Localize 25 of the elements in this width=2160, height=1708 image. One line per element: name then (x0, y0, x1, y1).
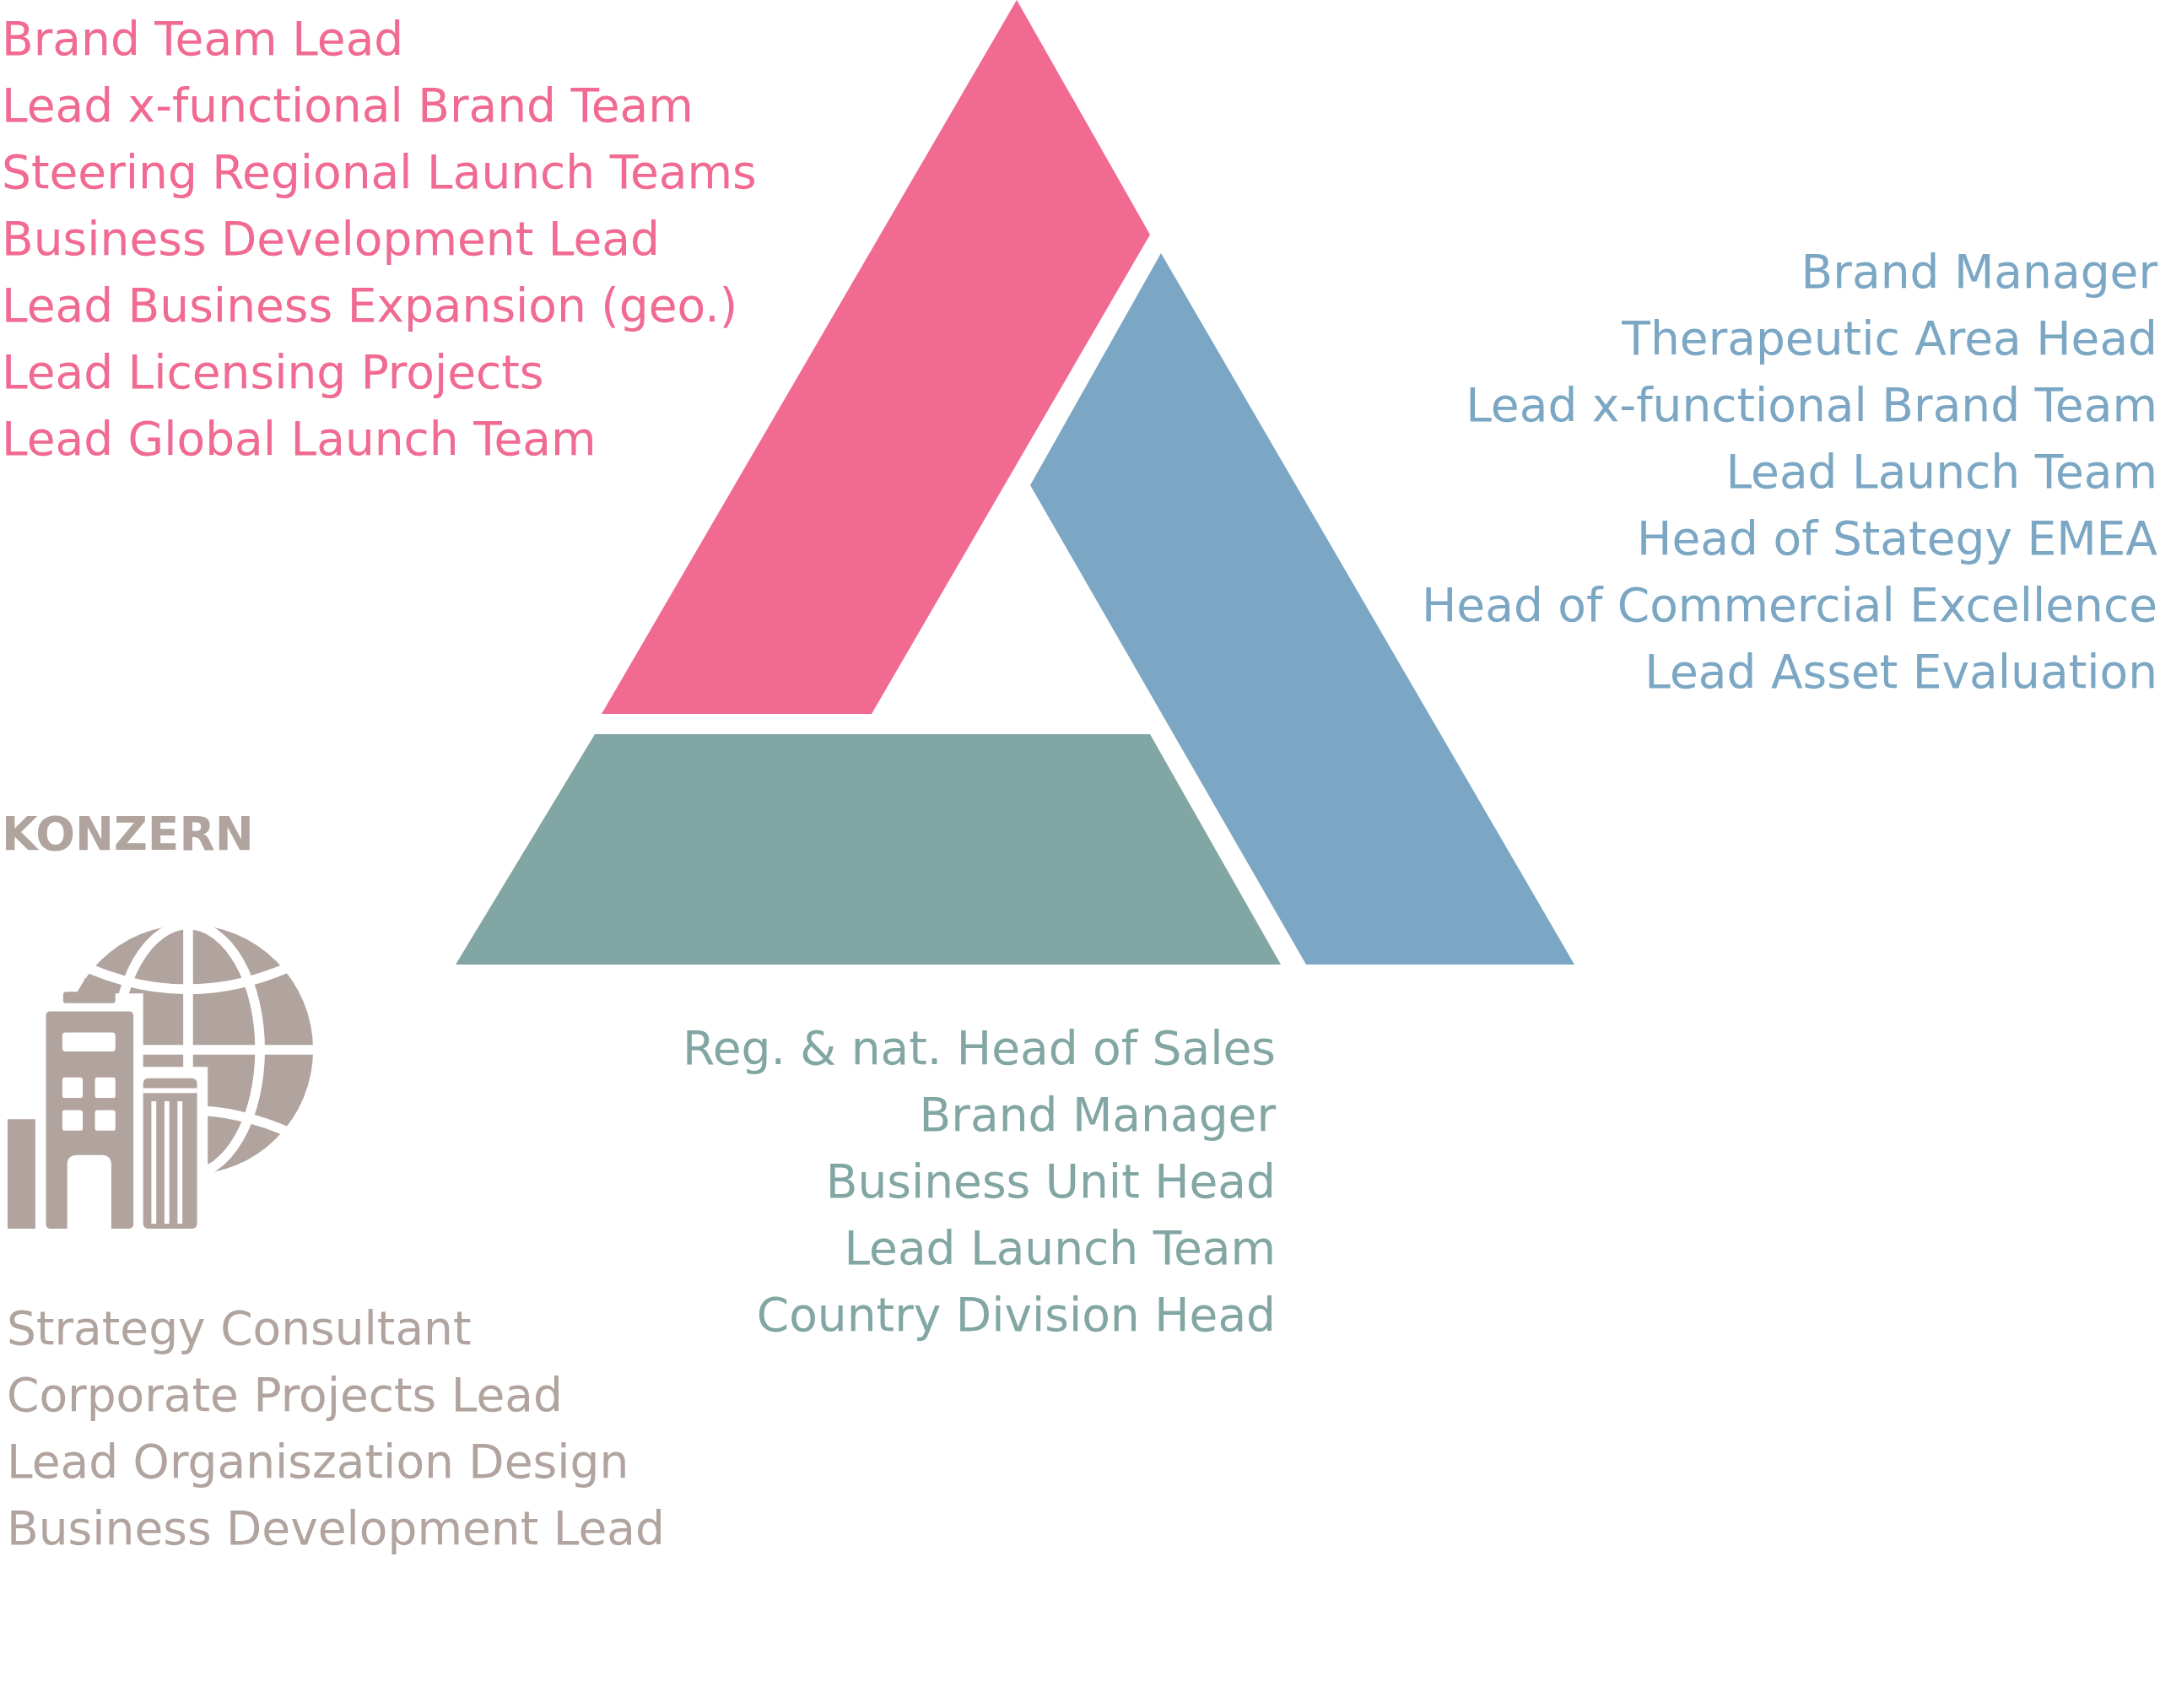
role-text: Brand Team Lead (2, 12, 404, 66)
role-text: Brand Manager (1801, 245, 2157, 299)
role-text: Lead Launch Team (844, 1221, 1276, 1275)
role-text: Brand Manager (919, 1088, 1276, 1142)
trapezoid-band (456, 734, 1281, 965)
role-text: Country Division Head (756, 1288, 1276, 1342)
role-text: Lead Organiszation Design (7, 1435, 629, 1489)
role-text: Lead Global Launch Team (2, 412, 597, 466)
role-text: Lead Launch Team (1725, 445, 2157, 499)
role-text: Lead Licensing Projects (2, 345, 544, 399)
role-text: Therapeutic Area Head (1622, 311, 2157, 365)
role-text: Lead x-functional Brand Team (2, 78, 694, 132)
role-text: Business Development Lead (2, 212, 660, 266)
role-text: Lead x-functional Brand Team (1466, 378, 2157, 432)
role-text: Reg. & nat. Head of Sales (682, 1021, 1276, 1075)
role-text: Business Unit Head (825, 1154, 1276, 1208)
role-text: Head of Stategy EMEA (1637, 511, 2157, 565)
role-text: Lead Business Expansion (geo.) (2, 278, 738, 332)
role-text: Business Development Lead (7, 1501, 665, 1555)
role-text: Head of Commercial Excellence (1422, 578, 2157, 632)
heading-text: KONZERN (2, 807, 254, 861)
role-text: Lead Asset Evaluation (1644, 645, 2157, 699)
role-text: Strategy Consultant (7, 1301, 472, 1355)
role-text: Steering Regional Launch Teams (2, 145, 757, 199)
role-text: Corporate Projects Lead (7, 1368, 563, 1422)
